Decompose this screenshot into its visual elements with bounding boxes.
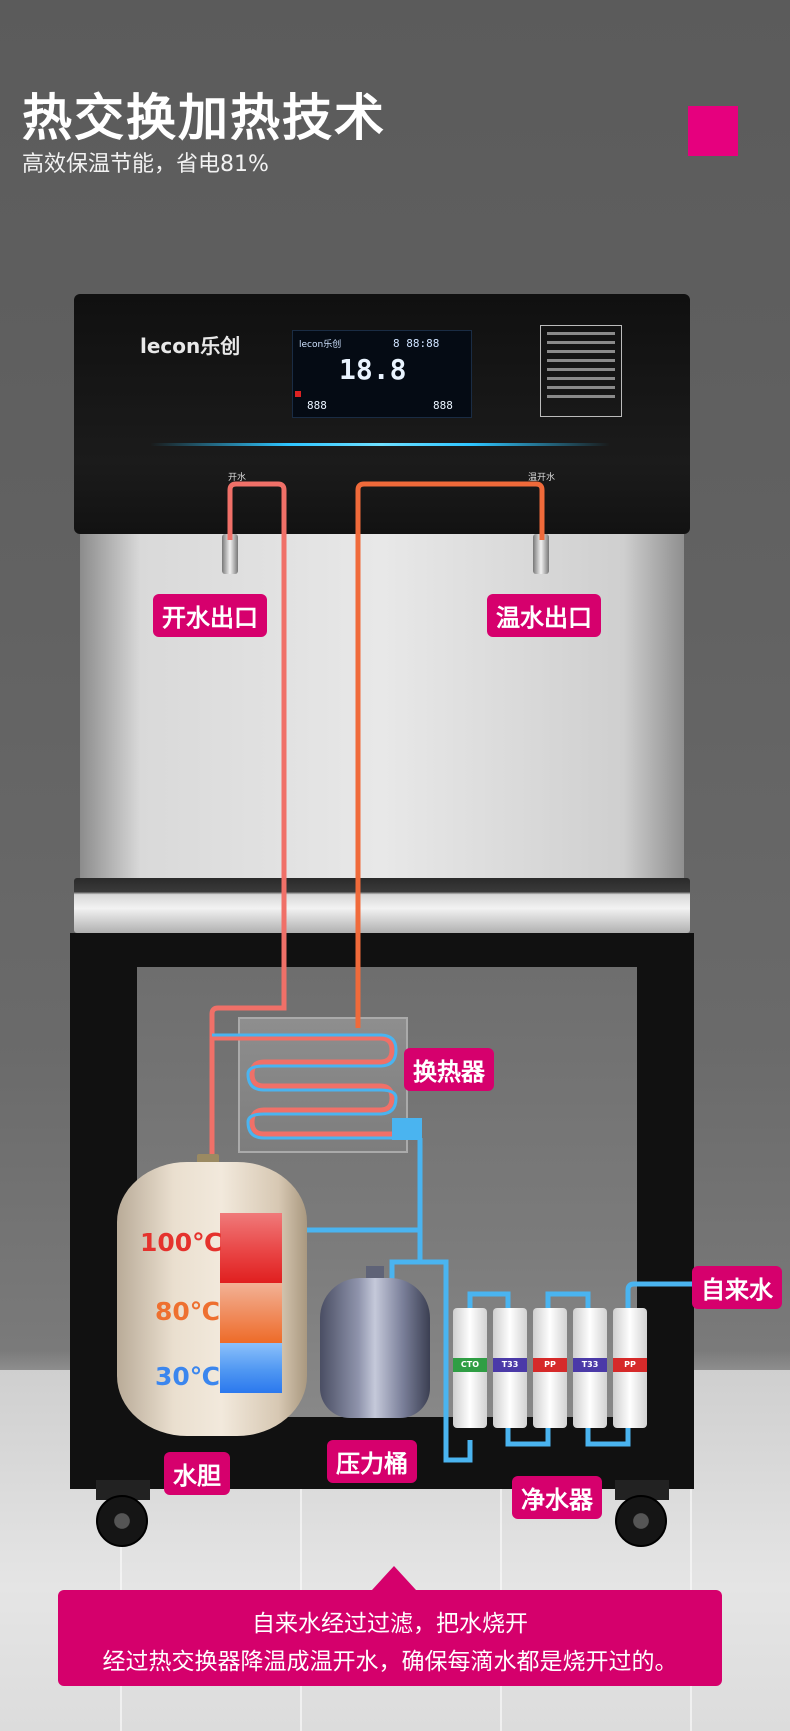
footer-banner: 自来水经过过滤，把水烧开 经过热交换器降温成温开水，确保每滴水都是烧开过的。 [58, 1590, 722, 1686]
filter-cartridge: T33 [573, 1308, 607, 1428]
display-left-readout: 888 [307, 399, 327, 412]
display-brand: lecon乐创 [299, 340, 342, 350]
filter-link [585, 1428, 631, 1447]
floor-seam [500, 1370, 502, 1731]
filter-cartridge: CTO [453, 1308, 487, 1428]
temp-bar-warm [220, 1283, 282, 1343]
caster-wheel [96, 1495, 148, 1547]
drip-tray [74, 878, 690, 933]
floor-seam [690, 1370, 692, 1731]
callout-warm-outlet: 温水出口 [487, 594, 601, 637]
filter-link [545, 1291, 591, 1308]
filter-label: T33 [573, 1358, 607, 1372]
display-clock: 8 88:88 [393, 337, 440, 350]
decorative-square [688, 106, 738, 156]
callout-purifier: 净水器 [512, 1476, 602, 1519]
filter-label: T33 [493, 1358, 527, 1372]
callout-tap-water: 自来水 [692, 1266, 782, 1309]
tap-right-caption[interactable]: 温开水 [528, 473, 556, 483]
boiling-water-faucet[interactable] [222, 534, 238, 574]
hot-coil [212, 1035, 420, 1137]
hot-pipe [209, 481, 287, 1164]
tap-water-inlet [625, 1281, 700, 1308]
cold-pipe [304, 1138, 423, 1233]
filter-label: CTO [453, 1358, 487, 1372]
page-title: 热交换加热技术 [22, 89, 386, 147]
footer-pointer [372, 1566, 416, 1590]
warm-pipe [355, 481, 545, 1028]
brand-logo: lecon乐创 [140, 334, 241, 358]
floor-seam [120, 1370, 122, 1731]
callout-boil-outlet: 开水出口 [153, 594, 267, 637]
callout-heat-exchanger: 换热器 [404, 1048, 494, 1091]
filter-cartridge: PP [613, 1308, 647, 1428]
display-right-readout: 888 [433, 399, 453, 412]
temp-label-80: 80℃ [155, 1297, 221, 1326]
footer-line-1: 自来水经过过滤，把水烧开 [252, 1611, 528, 1637]
caster-bracket [96, 1480, 150, 1500]
lcd-display: lecon乐创 8 88:88 18.8 888 888 [292, 330, 472, 418]
filter-label: PP [613, 1358, 647, 1372]
filter-link [467, 1291, 511, 1308]
pressure-tank [320, 1278, 430, 1418]
filter-cartridge: T33 [493, 1308, 527, 1428]
cold-pipe-2 [389, 1230, 423, 1282]
steel-dispensing-area [80, 534, 684, 879]
warning-icon [295, 391, 301, 397]
temp-bar-cool [220, 1343, 282, 1393]
display-temperature: 18.8 [339, 353, 407, 386]
ambient-light-strip [150, 443, 610, 446]
filter-label: PP [533, 1358, 567, 1372]
callout-pressure-tank: 压力桶 [327, 1440, 417, 1483]
instruction-panel [540, 325, 622, 417]
footer-line-2: 经过热交换器降温成温开水，确保每滴水都是烧开过的。 [102, 1649, 678, 1675]
tap-left-caption[interactable]: 开水 [228, 473, 247, 483]
temp-bar-hot [220, 1213, 282, 1283]
cold-coil [212, 1033, 420, 1140]
temp-label-100: 100℃ [140, 1228, 223, 1257]
filter-cartridge: PP [533, 1308, 567, 1428]
callout-tank: 水胆 [164, 1452, 230, 1495]
cold-pipe-3 [420, 1259, 473, 1463]
page-subtitle: 高效保温节能，省电81% [22, 152, 269, 177]
caster-wheel [615, 1495, 667, 1547]
caster-bracket [615, 1480, 669, 1500]
warm-water-faucet[interactable] [533, 534, 549, 574]
temp-label-30: 30℃ [155, 1362, 221, 1391]
floor-seam [300, 1370, 302, 1731]
filter-link [505, 1428, 551, 1447]
